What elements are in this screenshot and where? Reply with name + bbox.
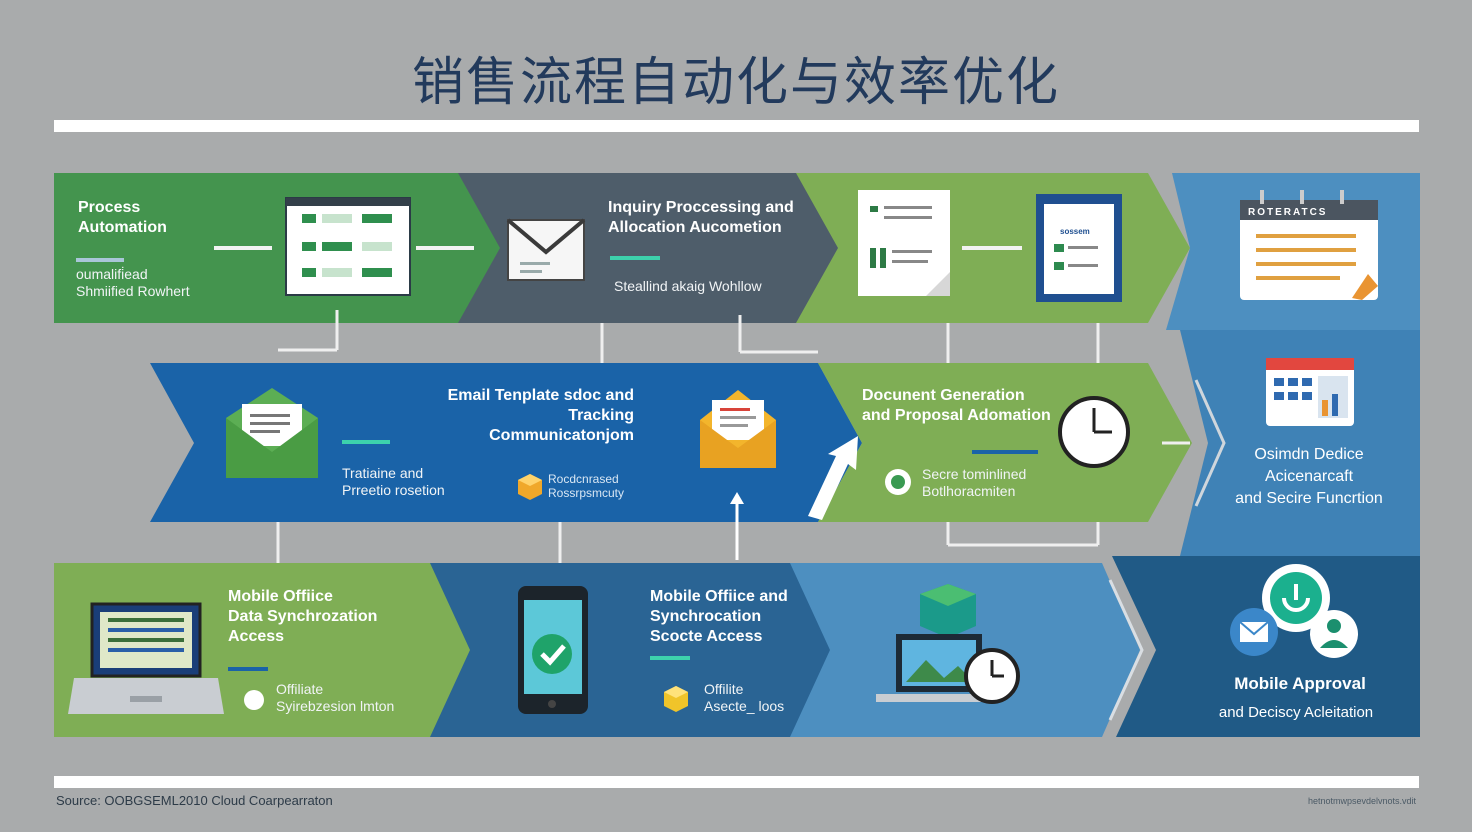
flowchart-screen-icon xyxy=(285,197,411,296)
page-title: 销售流程自动化与效率优化 xyxy=(411,53,1060,113)
process-automation-title: Process Automation xyxy=(78,199,167,236)
mobile-approval-title: Mobile Approval xyxy=(1234,674,1366,693)
flow-line xyxy=(416,246,474,250)
accent-dash xyxy=(610,256,660,260)
title-divider xyxy=(54,120,1419,132)
flow-line xyxy=(962,246,1022,250)
row2-seg-blue xyxy=(150,363,862,522)
credit-note: hetnotmwpsevdelvnots.vdit xyxy=(1307,796,1416,806)
calendar-label: ROTERATCS xyxy=(1248,207,1328,218)
row1-seg-slate xyxy=(430,173,840,323)
inquiry-sub: Steallind akaig Wohllow xyxy=(614,278,762,294)
mobile-office-title: Mobile Offiice Data Synchrozation Access xyxy=(228,588,378,645)
mobile-approval-sub: and Deciscy Acleitation xyxy=(1218,704,1374,721)
process-automation-sub: oumalifi̇ead Shmiified Rowhert xyxy=(76,266,190,299)
arrow-up-head xyxy=(730,492,744,504)
cube-icon xyxy=(518,474,542,500)
source-note: Source: OOBGSEML2010 Cloud Coarpearraton xyxy=(56,793,333,808)
trend-arrow xyxy=(808,436,858,520)
user-avatar-icon xyxy=(1310,610,1358,658)
footer-divider xyxy=(54,776,1419,788)
device-function-text: Osimdn Dedice Acicenarcaft and Secire Fu… xyxy=(1235,446,1383,507)
accent-dash xyxy=(342,440,390,444)
schedule-icon xyxy=(1266,358,1354,426)
accent-dash xyxy=(972,450,1038,454)
cube-icon xyxy=(664,686,688,712)
email-badge-icon xyxy=(1230,608,1278,656)
smartphone-icon xyxy=(518,586,588,714)
calendar-icon xyxy=(1240,190,1378,300)
laptop-icon xyxy=(68,602,224,714)
document-generation-sub: Secre tominlined Botlhoracmiten xyxy=(922,466,1027,499)
sync-icon xyxy=(244,690,264,710)
mobile-office-sub: Offiliate Syirebzesion lmton xyxy=(276,681,395,714)
document-icon xyxy=(858,190,950,296)
clipboard-form-icon xyxy=(1036,194,1122,302)
inquiry-title: Inquiry Proccessing and Allocation Aucom… xyxy=(608,199,794,236)
mail-yellow-icon xyxy=(700,390,776,468)
mobile-sync-title: Mobile Offiice and Synchrocation Scocte … xyxy=(650,588,788,645)
envelope-icon xyxy=(506,218,586,281)
mobile-sync-sub: Offilite Asecte_ loos xyxy=(704,681,785,714)
laptop-cloud-icon xyxy=(876,584,1020,704)
document-generation-title: Docunent Generation and Proposal Adomati… xyxy=(862,387,1051,424)
chevron-mark xyxy=(1108,579,1144,721)
email-template-sub: Tratiaine and Prreetio rosetion xyxy=(342,465,445,498)
accent-dash xyxy=(76,258,124,262)
secure-note: Rocdcnrased Rossrpsmcuty xyxy=(548,472,625,500)
flow-line xyxy=(214,246,272,250)
approval-badge-icon xyxy=(1262,564,1330,632)
clock-icon xyxy=(1058,396,1130,468)
accent-dash xyxy=(228,667,268,671)
accent-dash xyxy=(650,656,690,660)
chevron-mark xyxy=(1194,379,1226,507)
email-template-title: Email Tenplate sdoc and Tracking Communi… xyxy=(447,387,634,444)
document-label: sossem xyxy=(1060,227,1090,236)
open-envelope-icon xyxy=(226,388,318,478)
right-col-mid xyxy=(1180,330,1420,556)
